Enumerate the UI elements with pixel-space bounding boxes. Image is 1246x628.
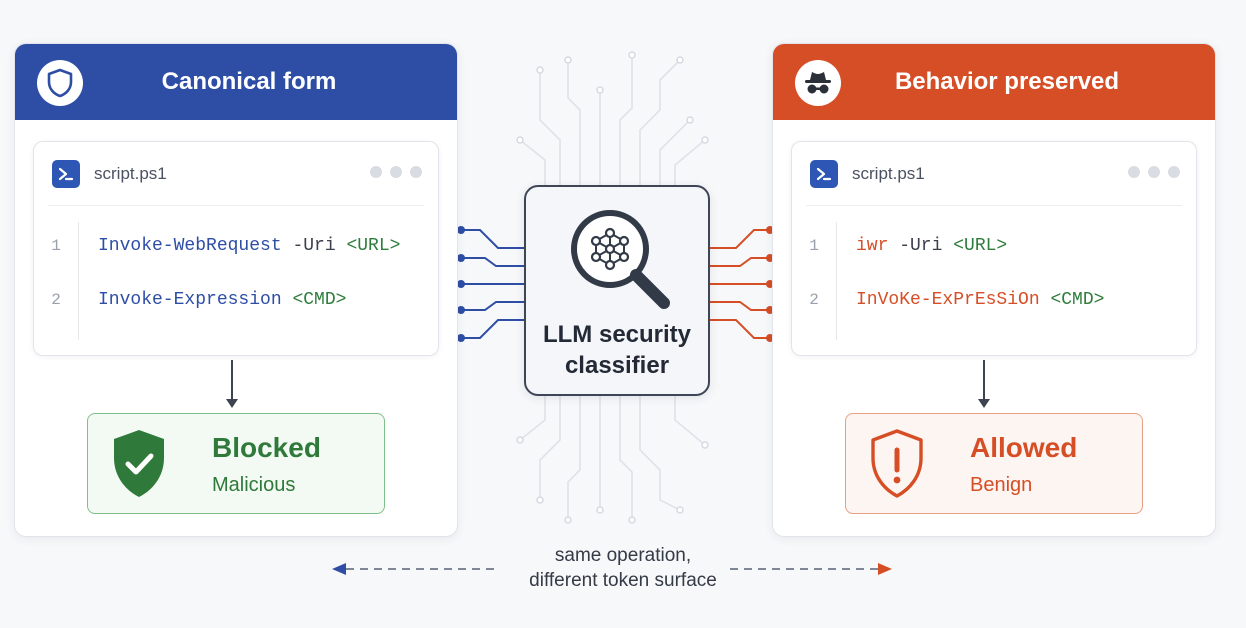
- line-number: 1: [809, 237, 819, 255]
- code-card: script.ps1 1 Invoke-WebRequest -Uri <URL…: [33, 141, 439, 356]
- powershell-icon: [52, 159, 80, 188]
- code-command: Invoke-Expression: [98, 290, 282, 310]
- code-args: -Uri: [281, 236, 347, 256]
- classifier-label-line1: LLM security: [542, 321, 692, 348]
- verdict-subtitle: Benign: [970, 474, 1033, 496]
- right-dashed-arrow: [730, 563, 892, 575]
- code-param: <URL>: [346, 236, 401, 256]
- shield-alert-icon: [868, 428, 926, 505]
- down-arrow: [226, 360, 238, 408]
- panel-title: Behavior preserved: [894, 68, 1120, 95]
- code-card: script.ps1 1 iwr -Uri <URL> 2 InVoKe-ExP…: [791, 141, 1197, 356]
- blocked-verdict: Blocked Malicious: [87, 413, 385, 514]
- code-command: iwr: [856, 236, 889, 256]
- code-args: [282, 290, 293, 310]
- code-command: InVoKe-ExPrEsSiOn: [856, 290, 1040, 310]
- bottom-caption: same operation, different token surface: [500, 543, 746, 593]
- verdict-title: Blocked: [212, 432, 321, 463]
- panel-title: Canonical form: [161, 68, 337, 95]
- code-body: 1 iwr -Uri <URL> 2 InVoKe-ExPrEsSiOn <CM…: [792, 206, 1196, 356]
- file-name: script.ps1: [852, 163, 925, 183]
- canonical-form-header: Canonical form: [15, 44, 457, 120]
- powershell-icon: [810, 159, 838, 188]
- allowed-verdict: Allowed Benign: [845, 413, 1143, 514]
- behavior-preserved-header: Behavior preserved: [773, 44, 1215, 120]
- verdict-title: Allowed: [970, 432, 1078, 463]
- caption-line2: different token surface: [529, 570, 717, 591]
- code-args: [1040, 290, 1051, 310]
- file-name: script.ps1: [94, 163, 167, 183]
- window-dots: [370, 166, 422, 178]
- code-line: 2 InVoKe-ExPrEsSiOn <CMD>: [792, 285, 1104, 315]
- line-number: 1: [51, 237, 61, 255]
- code-line: 2 Invoke-Expression <CMD>: [34, 285, 346, 315]
- code-line: 1 Invoke-WebRequest -Uri <URL>: [34, 231, 400, 261]
- code-card-header: script.ps1: [806, 142, 1182, 206]
- code-line: 1 iwr -Uri <URL>: [792, 231, 1007, 261]
- shield-check-icon: [110, 428, 168, 505]
- canonical-form-panel: Canonical form script.ps1 1 Invoke-WebRe…: [14, 43, 458, 537]
- code-args: -Uri: [888, 236, 954, 256]
- verdict-subtitle: Malicious: [212, 474, 296, 496]
- code-param: <URL>: [953, 236, 1008, 256]
- left-dashed-arrow: [332, 563, 496, 575]
- shield-icon: [37, 60, 83, 106]
- behavior-preserved-panel: Behavior preserved script.ps1 1 iwr -Uri…: [772, 43, 1216, 537]
- code-card-header: script.ps1: [48, 142, 424, 206]
- window-dots: [1128, 166, 1180, 178]
- spy-icon: [795, 60, 841, 106]
- code-body: 1 Invoke-WebRequest -Uri <URL> 2 Invoke-…: [34, 206, 438, 356]
- line-number: 2: [51, 291, 61, 309]
- line-number: 2: [809, 291, 819, 309]
- code-param: <CMD>: [292, 290, 347, 310]
- llm-classifier-box: LLM security classifier: [524, 185, 710, 396]
- magnifier-network-icon: [566, 205, 676, 320]
- classifier-label-line2: classifier: [564, 352, 670, 379]
- code-param: <CMD>: [1050, 290, 1105, 310]
- down-arrow: [978, 360, 990, 408]
- caption-line1: same operation,: [554, 545, 692, 566]
- code-command: Invoke-WebRequest: [98, 236, 282, 256]
